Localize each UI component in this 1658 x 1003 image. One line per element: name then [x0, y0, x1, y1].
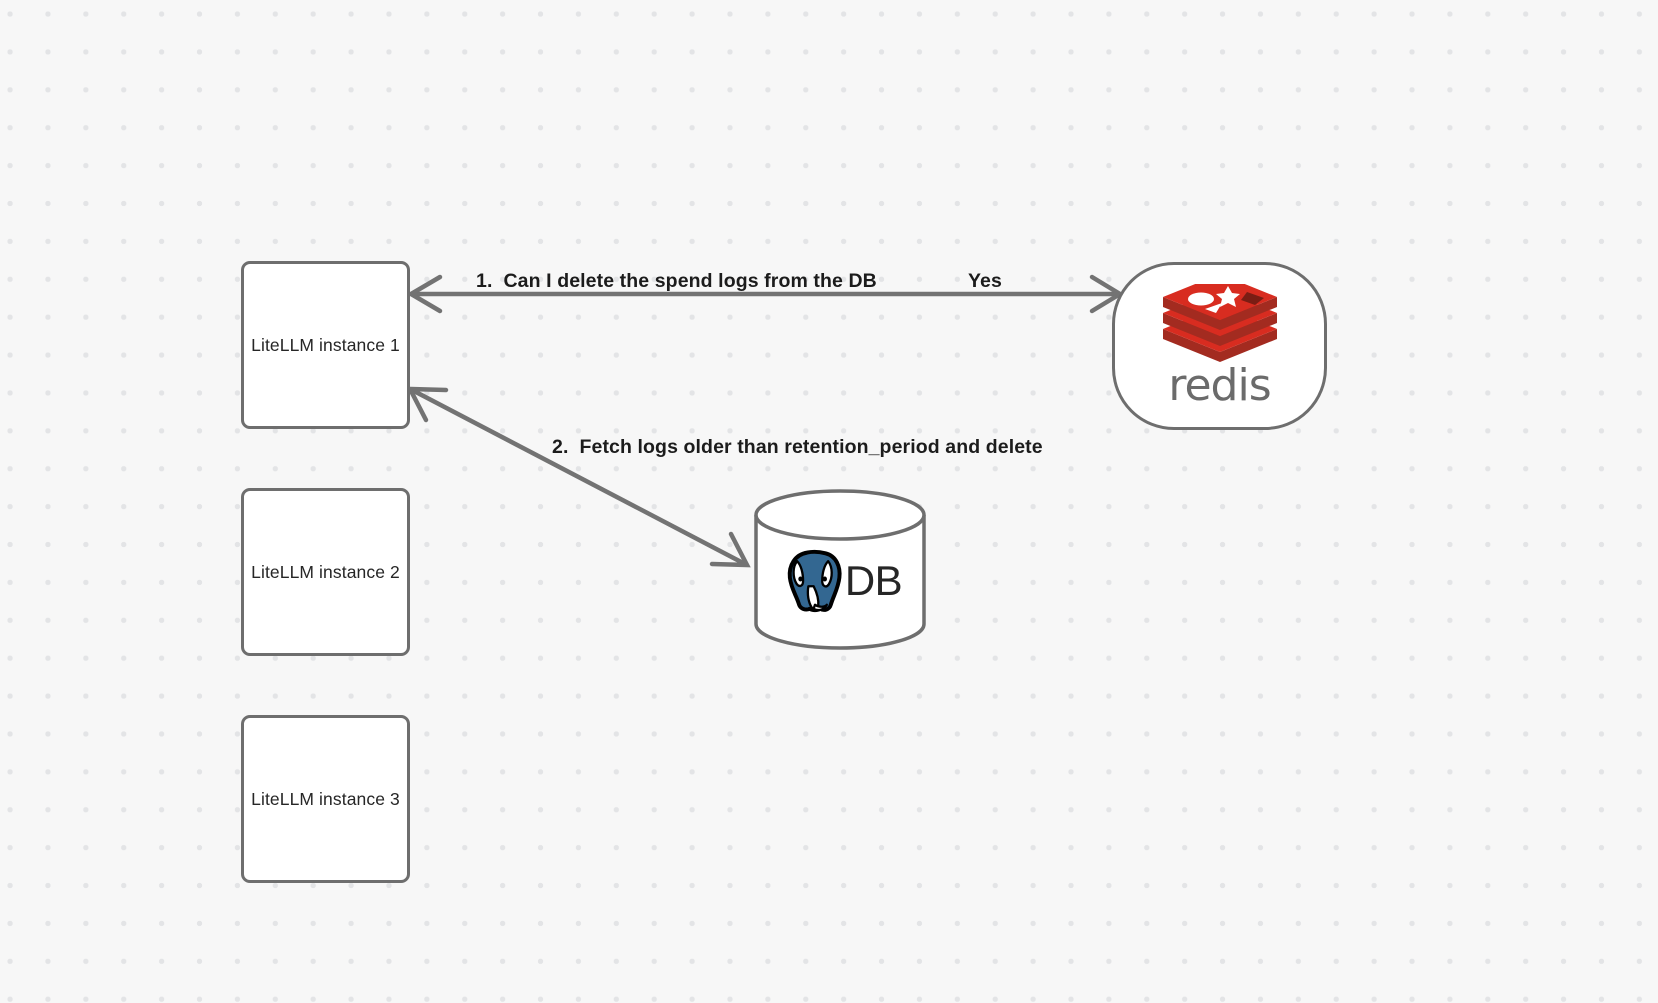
node-litellm-instance-3[interactable]: LiteLLM instance 3 [241, 715, 410, 883]
edge-label-1: 1. Can I delete the spend logs from the … [476, 270, 877, 292]
node-litellm-instance-2[interactable]: LiteLLM instance 2 [241, 488, 410, 656]
redis-logo-icon [1162, 284, 1277, 362]
arrowhead-upper-left [406, 386, 449, 423]
arrowhead-left [406, 274, 443, 314]
node-database[interactable]: DB [753, 489, 927, 650]
node-label: LiteLLM instance 2 [251, 561, 400, 582]
edge-label-2: 2. Fetch logs older than retention_perio… [552, 436, 1043, 458]
node-litellm-instance-1[interactable]: LiteLLM instance 1 [241, 261, 410, 429]
edge-label-1-response: Yes [968, 270, 1002, 292]
edge-db-to-llm1 [406, 386, 751, 568]
node-redis[interactable]: redis [1112, 262, 1327, 430]
arrowhead-lower-right [709, 531, 751, 568]
db-content: DB [753, 545, 927, 617]
redis-wordmark: redis [1168, 360, 1271, 411]
postgresql-elephant-icon [787, 549, 842, 613]
node-label: LiteLLM instance 3 [251, 788, 400, 809]
node-label: LiteLLM instance 1 [251, 334, 400, 355]
db-label: DB [844, 557, 903, 604]
